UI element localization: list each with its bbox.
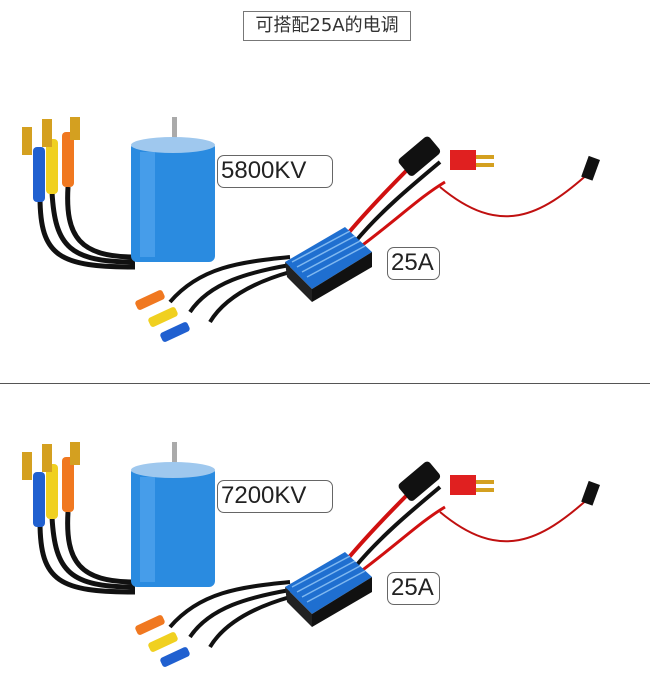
divider — [0, 383, 650, 384]
motor-wires-icon — [22, 442, 136, 595]
kv-label: 7200KV — [217, 480, 333, 513]
esc-amp-label: 25A — [387, 572, 440, 605]
kv-label: 5800KV — [217, 155, 333, 188]
esc-wires-icon — [135, 136, 600, 342]
esc-icon — [285, 227, 372, 302]
motor-icon — [131, 442, 215, 587]
title-caption: 可搭配25A的电调 — [243, 11, 411, 41]
product-panel-7200kv: 7200KV 25A — [0, 442, 650, 700]
esc-wires-icon — [135, 461, 600, 667]
motor-icon — [131, 117, 215, 262]
esc-icon — [285, 552, 372, 627]
motor-wires-icon — [22, 117, 136, 270]
esc-amp-label: 25A — [387, 247, 440, 280]
product-panel-5800kv: 5800KV 25A — [0, 117, 650, 375]
